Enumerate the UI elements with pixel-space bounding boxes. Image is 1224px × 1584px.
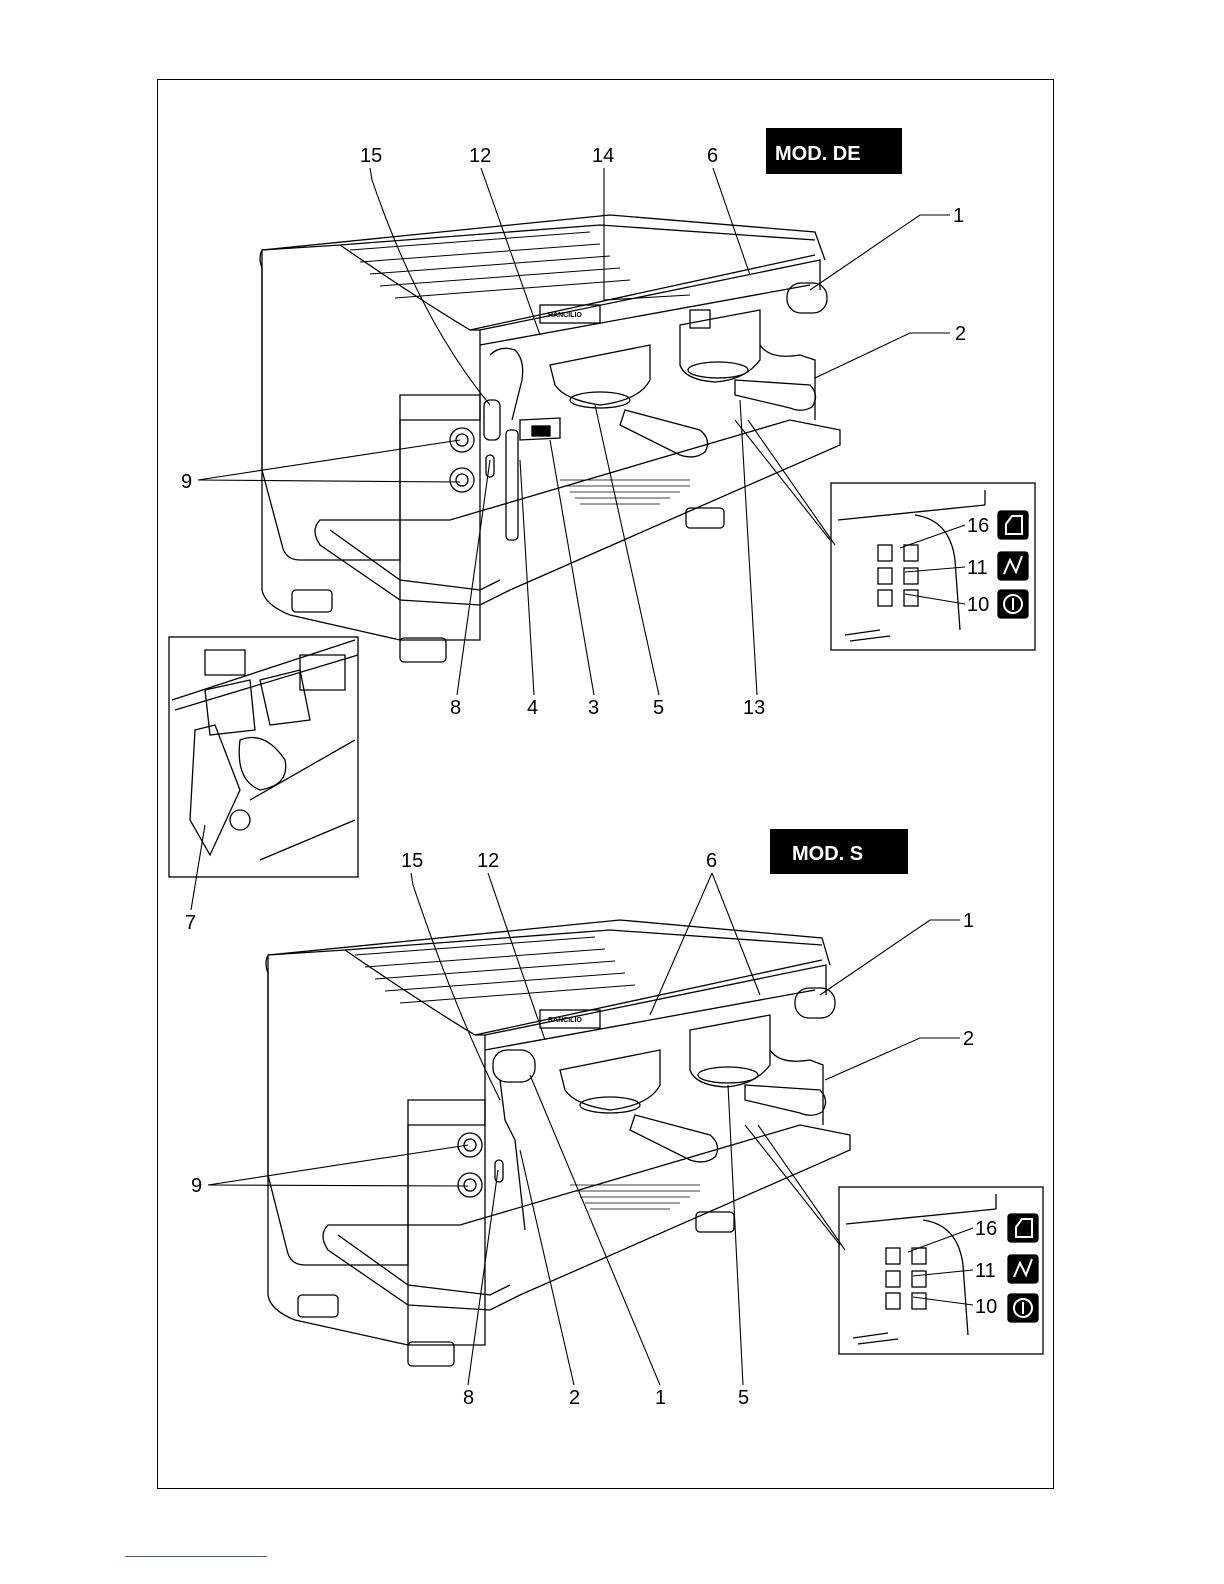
- callout-16: 16: [967, 515, 989, 537]
- callout-16: 16: [975, 1218, 997, 1240]
- callout-2: 2: [963, 1028, 974, 1050]
- footer-link-underline: [125, 1556, 267, 1557]
- callout-9: 9: [181, 471, 192, 493]
- brand-plate: RANCILIO: [548, 312, 582, 319]
- callout-1: 1: [953, 205, 964, 227]
- callout-1: 1: [655, 1387, 666, 1409]
- callout-5: 5: [653, 697, 664, 719]
- callout-2: 2: [955, 323, 966, 345]
- valve-inset: [169, 637, 358, 877]
- callout-3: 3: [588, 697, 599, 719]
- callout-1: 1: [963, 910, 974, 932]
- model-label-de: MOD. DE: [775, 143, 861, 165]
- callout-6: 6: [706, 850, 717, 872]
- callout-6: 6: [707, 145, 718, 167]
- callout-7: 7: [185, 912, 196, 934]
- callout-10: 10: [967, 594, 989, 616]
- callout-13: 13: [743, 697, 765, 719]
- callout-10: 10: [975, 1296, 997, 1318]
- callout-11: 11: [975, 1260, 996, 1282]
- callout-4: 4: [527, 697, 538, 719]
- callout-8: 8: [450, 697, 461, 719]
- bottom-grill: [570, 1185, 700, 1209]
- top-detail-box: [831, 483, 1035, 650]
- callout-2: 2: [569, 1387, 580, 1409]
- top-grill: [560, 480, 690, 504]
- callout-9: 9: [191, 1175, 202, 1197]
- callout-8: 8: [463, 1387, 474, 1409]
- callout-14: 14: [592, 145, 614, 167]
- callout-15: 15: [401, 850, 423, 872]
- callout-12: 12: [469, 145, 491, 167]
- callout-11: 11: [967, 557, 988, 579]
- brand-plate: RANCILIO: [548, 1017, 582, 1024]
- callout-5: 5: [738, 1387, 749, 1409]
- leader-lines: [191, 168, 973, 1385]
- model-label-s: MOD. S: [792, 843, 863, 865]
- bottom-detail-box: [839, 1187, 1043, 1354]
- top-machine: [260, 215, 840, 662]
- callout-15: 15: [360, 145, 382, 167]
- callout-12: 12: [477, 850, 499, 872]
